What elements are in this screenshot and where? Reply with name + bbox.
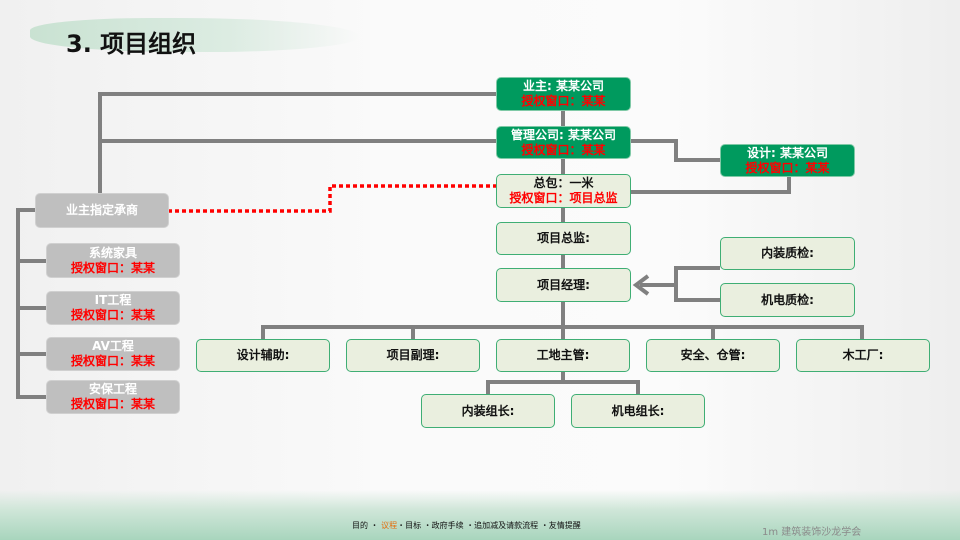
node-furniture[interactable]: 系统家具授权窗口：某某 (46, 243, 180, 278)
node-name: 设计辅助: (236, 348, 290, 362)
connector (563, 380, 640, 394)
node-name: 业主: 某某公司 (523, 79, 604, 93)
node-deputy-pm[interactable]: 项目副理: (346, 339, 480, 372)
node-name: 设计: 某某公司 (747, 145, 828, 160)
node-contact: 授权窗口：某某 (70, 260, 155, 275)
footer-item[interactable]: 目的 ・ (352, 521, 379, 530)
node-name: 内装质检: (761, 246, 814, 260)
node-name: 系统家具 (88, 245, 137, 260)
node-mgmt[interactable]: 管理公司: 某某公司授权窗口：某某 (496, 126, 631, 159)
node-designated[interactable]: 业主指定承商 (35, 193, 169, 228)
node-name: 项目经理: (537, 277, 590, 292)
connector (16, 208, 46, 399)
dotted-connector (168, 184, 496, 213)
node-pm[interactable]: 项目经理: (496, 268, 631, 302)
node-director[interactable]: 项目总监: (496, 222, 631, 255)
footer-item-current[interactable]: 议程 (381, 521, 398, 530)
brush-decoration-bottom (0, 490, 960, 540)
node-name: 安保工程 (88, 382, 137, 396)
node-design-assist[interactable]: 设计辅助: (196, 339, 330, 372)
node-mep-qc[interactable]: 机电质检: (720, 283, 855, 317)
node-site-mgr[interactable]: 工地主管: (496, 339, 630, 372)
node-name: 管理公司: 某某公司 (511, 127, 616, 142)
connector (631, 177, 791, 194)
node-name: 总包：一米 (533, 176, 594, 190)
node-name: 机电组长: (611, 403, 665, 418)
node-contact: 授权窗口：某某 (70, 354, 155, 368)
node-contact: 授权窗口：某某 (521, 94, 606, 108)
node-name: 项目总监: (537, 231, 590, 245)
connector (486, 372, 565, 394)
node-av[interactable]: AV工程授权窗口：某某 (46, 337, 180, 371)
node-name: IT工程 (94, 293, 132, 307)
connector (631, 139, 720, 162)
node-interior-lead[interactable]: 内装组长: (421, 394, 555, 428)
connector (261, 325, 864, 339)
connector (674, 266, 720, 302)
node-it[interactable]: IT工程授权窗口：某某 (46, 291, 180, 325)
node-carpentry[interactable]: 木工厂: (796, 339, 930, 372)
node-mep-lead[interactable]: 机电组长: (571, 394, 705, 428)
node-contact: 授权窗口：某某 (521, 142, 606, 157)
page-title: 3. 项目组织 (66, 30, 197, 58)
node-contact: 授权窗口：项目总监 (509, 191, 618, 205)
node-name: 业主指定承商 (65, 203, 138, 217)
node-security[interactable]: 安保工程授权窗口：某某 (46, 380, 180, 414)
brush-decoration (30, 18, 360, 52)
node-contact: 授权窗口：某某 (745, 160, 830, 175)
connector (98, 92, 496, 193)
node-name: 安全、仓管: (680, 348, 746, 362)
node-name: 内装组长: (461, 403, 515, 418)
node-gc[interactable]: 总包：一米授权窗口：项目总监 (496, 174, 631, 208)
node-name: AV工程 (92, 339, 134, 353)
node-contact: 授权窗口：某某 (70, 308, 155, 322)
node-interior-qc[interactable]: 内装质检: (720, 237, 855, 270)
node-safety[interactable]: 安全、仓管: (646, 339, 780, 372)
node-owner[interactable]: 业主: 某某公司授权窗口：某某 (496, 77, 631, 111)
arrow-head (632, 274, 650, 296)
node-name: 项目副理: (386, 348, 440, 362)
footer-nav: 目的 ・ 议程・目标 ・政府手续 ・追加减及请款流程 ・友情提醒 (352, 520, 581, 531)
brand-label: 1m 建筑装饰沙龙学会 (762, 527, 862, 538)
node-name: 工地主管: (536, 348, 590, 362)
node-design[interactable]: 设计: 某某公司授权窗口：某某 (720, 144, 855, 177)
footer-item[interactable]: ・目标 ・政府手续 ・追加减及请款流程 ・友情提醒 (397, 521, 581, 530)
node-contact: 授权窗口：某某 (70, 397, 155, 411)
node-name: 木工厂: (842, 348, 884, 362)
node-name: 机电质检: (761, 292, 814, 307)
